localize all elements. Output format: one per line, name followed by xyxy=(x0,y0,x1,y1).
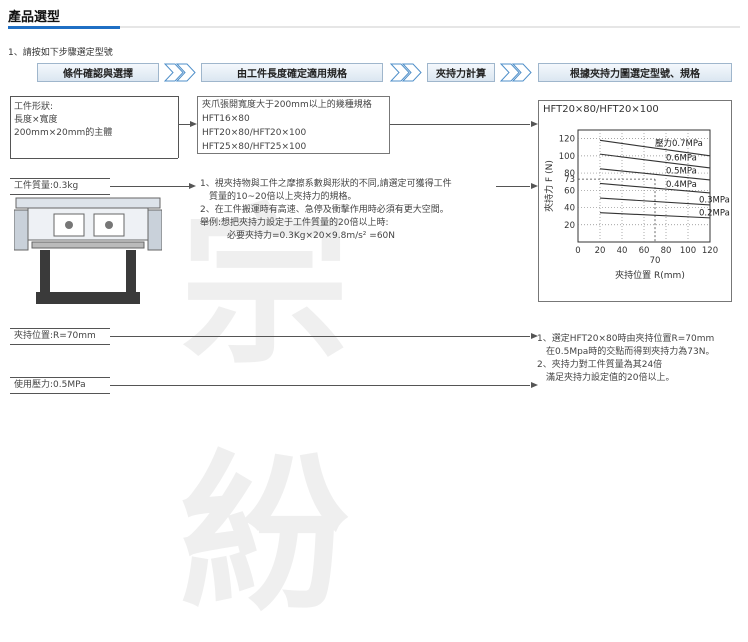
working-pressure: 使用壓力:0.5MPa xyxy=(14,380,86,390)
spec-box: 夾爪張開寬度大于200mm以上的幾種規格 HFT16×80 HFT20×80/H… xyxy=(197,96,390,154)
result-line: 2、夾持力對工件質量為其24倍 xyxy=(537,360,663,370)
y-axis-label: 夾持力 F (N) xyxy=(543,160,555,212)
calc-line: 舉例:想把夾持力設定于工件質量的20倍以上時: xyxy=(200,218,389,228)
connector-line xyxy=(10,377,110,378)
series-label: 0.3MPa xyxy=(699,195,730,205)
series-label: 壓力0.7MPa xyxy=(655,138,703,149)
calc-line: 2、在工件搬運時有高速、急停及衝擊作用時必須有更大空間。 xyxy=(200,205,449,215)
connector-line xyxy=(110,186,190,187)
x-tick-label: 20 xyxy=(595,246,606,256)
connector-line xyxy=(496,186,530,187)
x-tick-label: 40 xyxy=(617,246,628,256)
connector-line xyxy=(10,393,110,394)
arrow-icon xyxy=(190,121,197,127)
spec-line: HFT16×80 xyxy=(202,114,250,124)
y-tick-label: 80 xyxy=(564,169,575,179)
connector-line xyxy=(10,344,110,345)
step-4: 根據夾持力圖選定型號、規格 xyxy=(538,63,732,82)
series-line xyxy=(599,168,711,181)
result-box: 1、選定HFT20×80時由夾持位置R=70mm 在0.5Mpa時的交點而得到夾… xyxy=(537,333,745,385)
connector-line xyxy=(10,178,110,179)
step-1: 條件確認與選擇 xyxy=(37,63,159,82)
x-tick-label: 60 xyxy=(639,246,650,256)
calc-line: 必要夾持力=0.3Kg×20×9.8m/s² =60N xyxy=(200,231,395,241)
page-title: 產品選型 xyxy=(8,10,61,25)
double-chevron-icon xyxy=(163,63,196,82)
connector-line xyxy=(10,194,110,195)
series-label: 0.4MPa xyxy=(666,180,697,190)
connector-line xyxy=(110,385,530,386)
arrow-icon xyxy=(531,382,538,388)
x-tick-label: 120 xyxy=(702,246,718,256)
arrow-icon xyxy=(531,121,538,127)
series-label: 0.6MPa xyxy=(666,153,697,163)
connector-line xyxy=(10,96,178,97)
connector-line xyxy=(390,124,530,125)
calc-line: 1、視夾持物與工件之摩擦系數與形狀的不同,請選定可獲得工件 xyxy=(200,179,452,189)
y-tick-label: 120 xyxy=(559,135,575,145)
step-3: 夾持力計算 xyxy=(427,63,495,82)
series-label: 0.2MPa xyxy=(699,208,730,218)
series-line xyxy=(599,139,711,157)
spec-line: HFT20×80/HFT20×100 xyxy=(202,128,307,138)
grip-position: 夾持位置:R=70mm xyxy=(14,331,96,341)
x-tick-label: 80 xyxy=(661,246,672,256)
workpiece-mass: 工件質量:0.3kg xyxy=(14,181,79,191)
step-2: 由工件長度確定適用規格 xyxy=(201,63,383,82)
calc-box: 1、視夾持物與工件之摩擦系數與形狀的不同,請選定可獲得工件 質量的10~20倍以… xyxy=(200,178,500,243)
double-chevron-icon xyxy=(499,63,532,82)
chart-frame xyxy=(538,100,732,302)
x-tick-label: 0 xyxy=(575,246,580,256)
connector-line xyxy=(178,124,192,125)
connector-line xyxy=(178,96,179,158)
gripper-illustration xyxy=(14,197,162,304)
x-axis-label: 夾持位置 R(mm) xyxy=(615,269,685,281)
series-line xyxy=(599,153,711,169)
workpiece-shape-text: 工件形狀: 長度×寬度 200mm×20mm的主體 xyxy=(14,101,154,140)
series-line xyxy=(599,197,711,206)
arrow-icon xyxy=(531,333,538,339)
arrow-icon xyxy=(189,183,196,189)
shape-value: 200mm×20mm的主體 xyxy=(14,128,113,138)
result-line: 滿足夾持力設定值的20倍以上。 xyxy=(537,373,675,383)
connector-line xyxy=(10,328,110,329)
double-chevron-icon xyxy=(389,63,422,82)
y-tick-label: 60 xyxy=(564,186,575,196)
series-label: 0.5MPa xyxy=(666,166,697,176)
result-line: 1、選定HFT20×80時由夾持位置R=70mm xyxy=(537,334,715,344)
connector-line xyxy=(110,336,530,337)
chart-title: HFT20×80/HFT20×100 xyxy=(543,104,659,115)
marker-x-label: 70 xyxy=(650,256,661,266)
y-tick-label: 100 xyxy=(559,152,575,162)
shape-dimensions-label: 長度×寬度 xyxy=(14,115,58,125)
spec-line: HFT25×80/HFT25×100 xyxy=(202,142,307,152)
bracket-line xyxy=(10,96,11,158)
marker-y-label: 73 xyxy=(564,175,575,185)
x-tick-label: 100 xyxy=(680,246,696,256)
y-tick-label: 20 xyxy=(564,221,575,231)
spec-line: 夾爪張開寬度大于200mm以上的幾種規格 xyxy=(202,100,372,110)
grip-force-chart: 0 20 40 60 80 100 120 20 40 60 80 100 120 壓力0.7MPa 0.6… xyxy=(543,129,730,281)
result-line: 在0.5Mpa時的交點而得到夾持力為73N。 xyxy=(537,347,715,357)
arrow-icon xyxy=(531,183,538,189)
shape-label: 工件形狀: xyxy=(14,102,54,112)
y-tick-label: 40 xyxy=(564,204,575,214)
connector-line xyxy=(10,158,178,159)
calc-line: 質量的10~20倍以上夾持力的規格。 xyxy=(200,192,357,202)
title-divider xyxy=(8,26,740,28)
title-accent-bar xyxy=(8,26,120,29)
intro-text: 1、請按如下步驟選定型號 xyxy=(8,48,113,58)
